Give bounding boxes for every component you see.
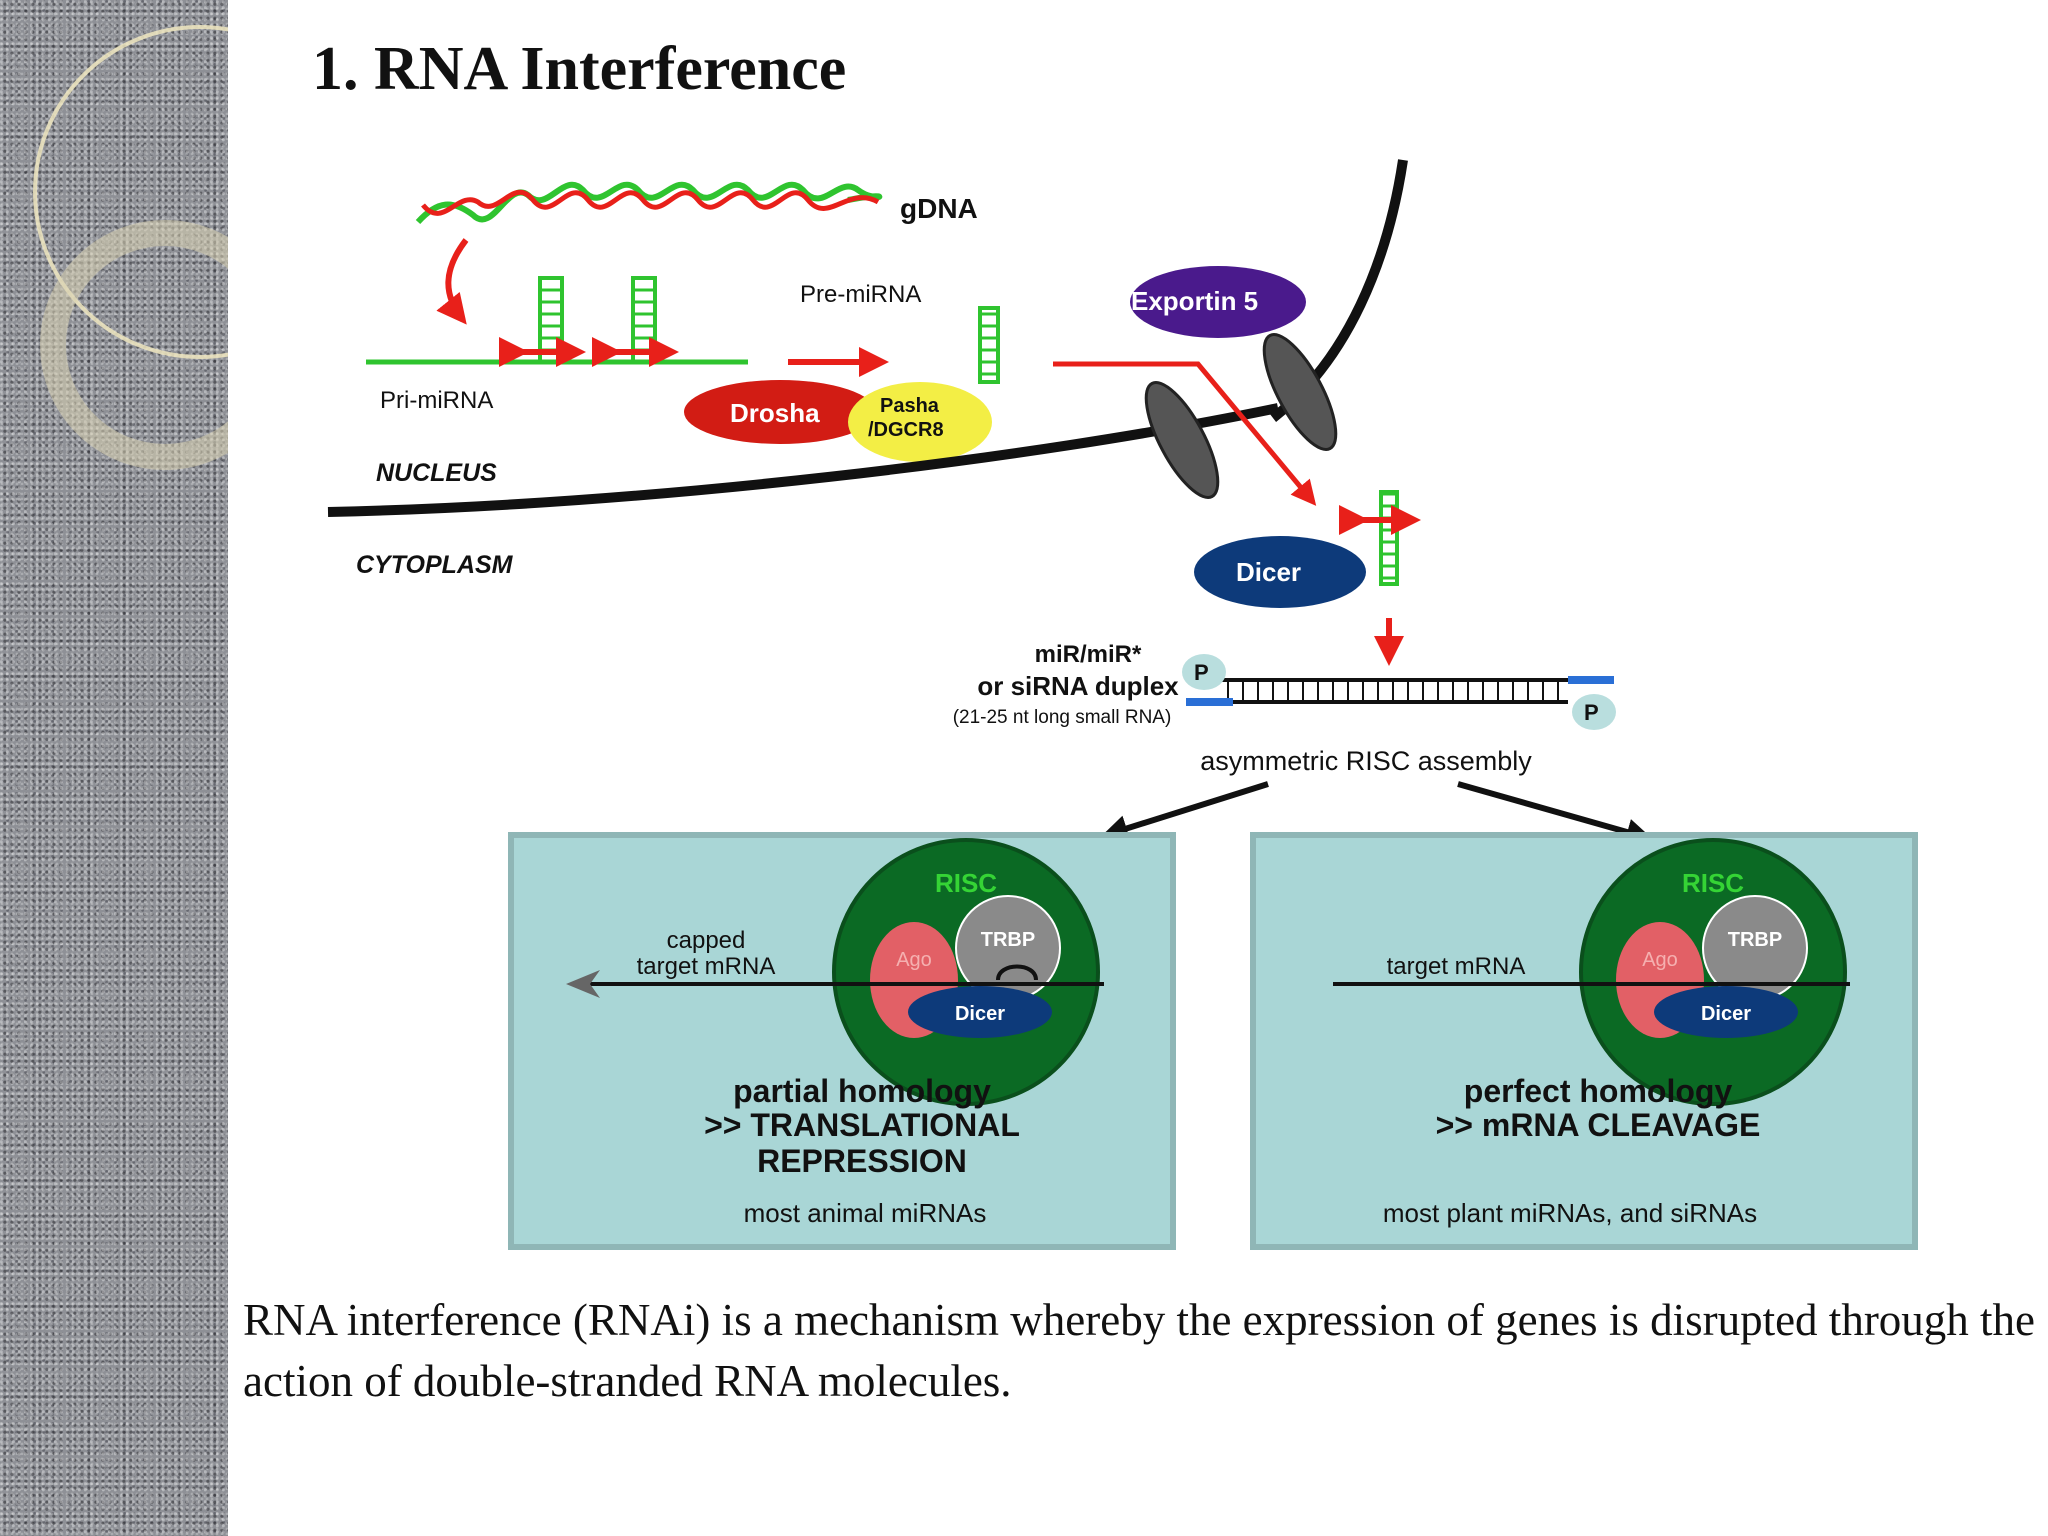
target-label-right: target mRNA <box>1387 953 1526 980</box>
slide-sidebar-texture <box>0 0 228 1536</box>
ago-label-right: Ago <box>1642 949 1678 971</box>
dicer-enzyme <box>1194 536 1366 608</box>
target-label-left-2: target mRNA <box>637 953 776 980</box>
phosphate-left: P <box>1194 660 1209 685</box>
sidebar-rings-decoration <box>33 25 228 470</box>
outcome-left-1: partial homology <box>733 1073 991 1109</box>
note-right: most plant miRNAs, and siRNAs <box>1383 1198 1757 1228</box>
cytoplasm-label: CYTOPLASM <box>356 551 514 579</box>
panel-mrna-cleavage: RISC Ago TRBP Dicer target mRNA perfect … <box>1250 832 1918 1250</box>
nuclear-pore <box>1144 333 1338 499</box>
dicer-protein-right <box>1654 986 1798 1038</box>
dicer-label-left: Dicer <box>955 1003 1005 1025</box>
outcome-right-1: perfect homology <box>1464 1073 1733 1109</box>
gdna-helix <box>415 181 883 225</box>
exportin-5 <box>1130 266 1306 338</box>
ago-label-left: Ago <box>896 949 932 971</box>
gdna-label: gDNA <box>900 193 978 224</box>
drosha-complex: Drosha Pasha /DGCR8 <box>684 380 992 462</box>
nucleus-label: NUCLEUS <box>376 459 497 487</box>
dicer-protein-left <box>908 986 1052 1038</box>
rnai-pathway-diagram: gDNA Pri-miRNA Pre-miRNA Drosha Pasha /D… <box>327 159 1918 1250</box>
slide-title: 1. RNA Interference <box>312 35 847 103</box>
duplex-label-3: (21-25 nt long small RNA) <box>953 707 1172 728</box>
export-arrow <box>1053 361 1317 506</box>
drosha-enzyme <box>684 380 876 444</box>
pri-mirna-label: Pri-miRNA <box>380 387 493 414</box>
slide-caption: RNA interference (RNAi) is a mechanism w… <box>243 1295 2036 1406</box>
exportin-label: Exportin 5 <box>1131 286 1258 316</box>
risc-assembly-label: asymmetric RISC assembly <box>1200 746 1532 776</box>
phosphate-right: P <box>1584 700 1599 725</box>
pre-mirna-label: Pre-miRNA <box>800 281 921 308</box>
duplex-label-1: miR/miR* <box>1035 641 1142 668</box>
dicer-label-right: Dicer <box>1701 1003 1751 1025</box>
note-left: most animal miRNAs <box>744 1198 987 1228</box>
outcome-left-3: REPRESSION <box>757 1143 967 1179</box>
dicer-label: Dicer <box>1236 557 1301 587</box>
duplex-label-2: or siRNA duplex <box>977 671 1179 701</box>
outcome-left-2: >> TRANSLATIONAL <box>704 1107 1020 1143</box>
trbp-label-right: TRBP <box>1728 929 1782 951</box>
pasha-label-2: /DGCR8 <box>868 419 944 441</box>
transcription-arrow <box>436 238 469 325</box>
panel-translational-repression: RISC Ago TRBP Dicer capped target mRNA p… <box>508 832 1176 1250</box>
target-label-left-1: capped <box>667 927 746 954</box>
drosha-label: Drosha <box>730 398 820 428</box>
branch-arrow-right <box>1457 781 1654 846</box>
risc-label-right: RISC <box>1682 868 1744 898</box>
outcome-right-2: >> mRNA CLEAVAGE <box>1436 1107 1761 1143</box>
cytoplasmic-pre-mirna <box>1379 490 1399 586</box>
trbp-label-left: TRBP <box>981 929 1035 951</box>
sirna-duplex: P P <box>1182 654 1616 730</box>
pri-mirna-strand <box>366 276 748 367</box>
pasha-dgcr8 <box>848 382 992 462</box>
pre-mirna-hairpin <box>978 306 1000 384</box>
risc-label-left: RISC <box>935 868 997 898</box>
branch-arrow-left <box>1100 781 1269 842</box>
pasha-label-1: Pasha <box>880 395 940 417</box>
